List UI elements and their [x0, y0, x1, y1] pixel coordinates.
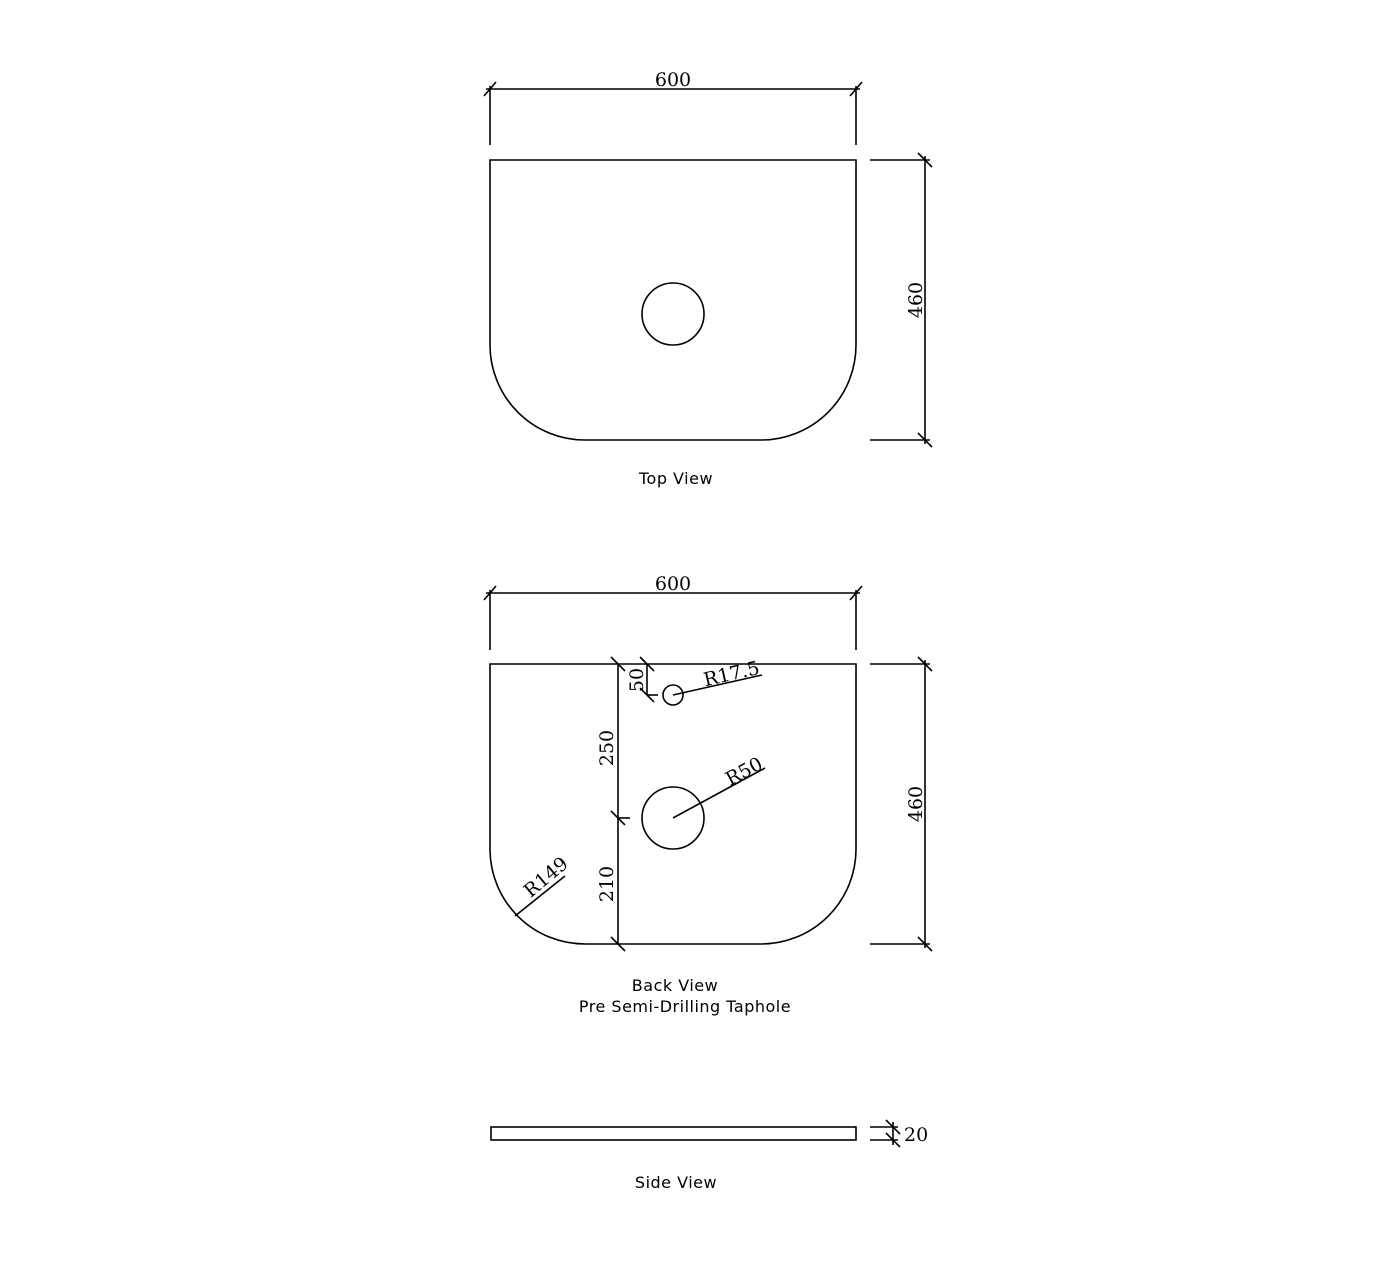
back-view-waste-hole	[641, 786, 705, 850]
back-width-dimension	[483, 585, 863, 650]
top-view-label: Top View	[638, 469, 713, 488]
vertical-offset-dimension	[610, 656, 630, 952]
side-view-label: Side View	[635, 1173, 717, 1192]
side-view: 20 Side View	[490, 1119, 928, 1192]
back-view-sublabel: Pre Semi-Drilling Taphole	[579, 997, 791, 1016]
waste-radius-text: R50	[722, 753, 766, 790]
waste-radius-leader	[672, 767, 766, 819]
top-depth-text: 460	[905, 282, 927, 318]
top-width-text: 600	[655, 69, 691, 91]
waste-offset-text: 250	[596, 730, 618, 766]
back-view: 600 460 250 210 50 R17.5 R50	[483, 573, 933, 1016]
corner-radius-leader	[514, 875, 566, 917]
taphole-radius-leader	[672, 674, 763, 696]
back-view-taphole	[662, 684, 684, 706]
top-width-dimension	[483, 81, 863, 145]
top-view-outline	[489, 159, 857, 441]
back-depth-dimension	[870, 656, 933, 952]
thickness-dimension	[870, 1119, 901, 1148]
side-view-outline	[490, 1126, 857, 1141]
front-offset-text: 210	[596, 866, 618, 902]
back-depth-text: 460	[905, 786, 927, 822]
thickness-text: 20	[904, 1124, 928, 1146]
corner-radius-text: R149	[520, 853, 573, 902]
back-view-outline	[489, 663, 857, 945]
taphole-offset-text: 50	[626, 668, 648, 692]
taphole-radius-text: R17.5	[702, 657, 762, 691]
top-depth-dimension	[870, 152, 933, 448]
top-view-waste-hole	[641, 282, 705, 346]
back-width-text: 600	[655, 573, 691, 595]
back-view-label: Back View	[632, 976, 718, 995]
top-view: 600 460 Top View	[483, 69, 933, 488]
taphole-offset-dimension	[639, 656, 658, 703]
